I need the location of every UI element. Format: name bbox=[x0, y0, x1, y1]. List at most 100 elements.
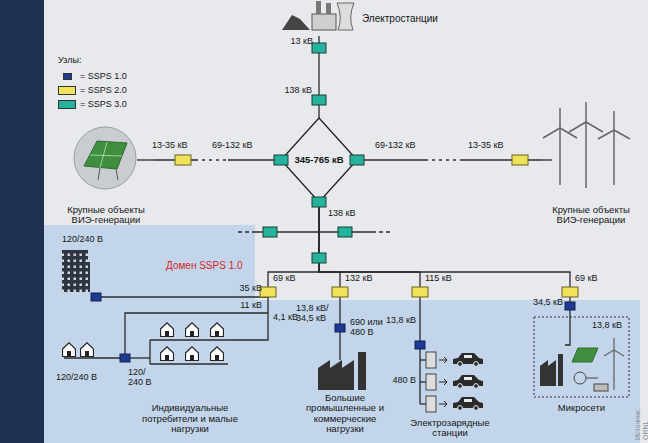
dashed-gap bbox=[428, 159, 460, 162]
ssps-3-node bbox=[263, 43, 364, 263]
microgrid-box-outline bbox=[534, 317, 629, 397]
charger-icon bbox=[426, 352, 483, 412]
power-line bbox=[268, 202, 319, 318]
power-station-icon bbox=[312, 14, 336, 30]
microgrid-icon bbox=[614, 350, 624, 356]
wire bbox=[100, 296, 268, 297]
wire bbox=[130, 357, 150, 358]
charger-icon bbox=[426, 396, 436, 412]
voltage-label: 138 кВ bbox=[285, 86, 312, 96]
ssps-1-node bbox=[91, 293, 101, 301]
bus-diamond: 345-765 кВ bbox=[281, 118, 357, 202]
label-holder: 120/240 В bbox=[56, 373, 97, 383]
legend-text: = SSPS 1.0 bbox=[80, 71, 127, 81]
ssps-2-node bbox=[260, 287, 276, 297]
microgrid-icon bbox=[540, 360, 556, 386]
label-holder: 13 кВ bbox=[291, 37, 313, 47]
wire bbox=[150, 363, 228, 364]
ssps-1-node bbox=[335, 324, 345, 332]
ssps-2-node bbox=[175, 155, 578, 297]
factory-icon bbox=[358, 352, 366, 390]
solar-icon bbox=[90, 155, 122, 156]
voltage-label: 690 или 480 В bbox=[350, 318, 390, 338]
solar-icon bbox=[84, 141, 127, 169]
microgrid-icon bbox=[594, 384, 608, 391]
wind-turbine-icon bbox=[559, 108, 561, 128]
voltage-label: 69-132 кВ bbox=[212, 141, 252, 151]
label-holder: 132 кВ bbox=[345, 274, 372, 284]
renewable-node-text: Крупные объекты ВИЭ-генерации bbox=[544, 205, 638, 226]
charger-icon bbox=[453, 375, 483, 388]
dashed-gap bbox=[198, 159, 228, 162]
building-icon bbox=[74, 262, 90, 292]
ssps-2-node bbox=[332, 287, 348, 297]
wind-turbine-icon bbox=[569, 122, 586, 132]
solar-icon bbox=[100, 142, 107, 168]
wind-turbine-icon bbox=[613, 111, 615, 130]
consumer-node-text: Электрозарядные станции bbox=[402, 418, 498, 439]
legend: = SSPS 1.0= SSPS 2.0= SSPS 3.0 bbox=[58, 69, 127, 111]
power-line bbox=[154, 159, 281, 160]
wind-turbine-icon bbox=[585, 122, 587, 188]
label-holder: 35 кВ bbox=[240, 284, 262, 294]
voltage-label: 34,5 кВ bbox=[533, 298, 563, 308]
label-holder: 138 кВ bbox=[285, 86, 312, 96]
domain-band: Домен SSPS 1.0Индивидуальные потребители… bbox=[44, 225, 648, 443]
microgrid-icon bbox=[613, 350, 614, 390]
wire bbox=[238, 231, 255, 232]
legend-swatch bbox=[58, 100, 76, 109]
label-holder: 34,5 кВ bbox=[533, 298, 563, 308]
station-node-text: Электростанции bbox=[362, 13, 438, 24]
ssps-3-node bbox=[274, 155, 288, 165]
label-holder: 120/240 В bbox=[62, 235, 103, 245]
wire bbox=[420, 381, 426, 382]
ssps-2-node bbox=[562, 287, 578, 297]
house-icon bbox=[161, 347, 174, 361]
solar-icon bbox=[74, 127, 136, 189]
power-line bbox=[319, 202, 570, 316]
legend-swatch bbox=[58, 86, 76, 95]
wind-turbine-icon bbox=[586, 122, 603, 132]
power-station-icon bbox=[282, 1, 354, 30]
wire bbox=[150, 339, 228, 340]
building-icon bbox=[62, 250, 90, 292]
microgrid-box-text: Микросети bbox=[534, 403, 629, 414]
solar-icon bbox=[74, 127, 136, 189]
wire bbox=[542, 159, 552, 160]
ssps-3-node bbox=[312, 43, 326, 53]
label-holder: 4,1 кВ bbox=[273, 313, 298, 323]
ssps-1-node bbox=[415, 341, 425, 349]
domain-band-text: Домен SSPS 1.0 bbox=[166, 260, 243, 271]
renewable-node: Крупные объекты ВИЭ-генерации bbox=[542, 100, 640, 226]
ssps-1-node bbox=[120, 354, 130, 362]
consumer-node-text: Большие промышленные и коммерческие нагр… bbox=[295, 393, 395, 436]
house-icon bbox=[186, 323, 199, 337]
legend-heading: Узлы: bbox=[58, 56, 81, 66]
bus-diamond-outline bbox=[281, 118, 357, 202]
ssps-1-node bbox=[565, 302, 575, 310]
ssps-3-node bbox=[312, 95, 326, 105]
wire bbox=[125, 313, 268, 354]
label-holder: 69-132 кВ bbox=[212, 141, 252, 151]
ssps-3-node bbox=[263, 227, 277, 237]
ssps-2-node bbox=[175, 155, 191, 165]
ssps-3-node bbox=[312, 197, 326, 207]
voltage-label: 69 кВ bbox=[575, 274, 597, 284]
house-icon bbox=[211, 323, 224, 337]
label-holder: 13,8 кВ bbox=[386, 316, 416, 326]
ssps-3-node bbox=[350, 155, 364, 165]
label-holder: 13,8 кВ/ 34,5 кВ bbox=[296, 304, 336, 324]
house-icon bbox=[211, 347, 224, 361]
voltage-label: 138 кВ bbox=[328, 209, 355, 219]
label-holder: 13,8 кВ bbox=[592, 321, 622, 331]
house-icon bbox=[63, 343, 76, 357]
microgrid-icon bbox=[540, 338, 624, 391]
microgrid-icon bbox=[586, 378, 598, 379]
station-node: Электростанции bbox=[278, 2, 468, 36]
voltage-label: 480 В bbox=[392, 376, 416, 386]
label-holder: 115 кВ bbox=[425, 274, 452, 284]
panel bbox=[44, 0, 648, 443]
wind-turbine-icon bbox=[559, 128, 561, 185]
consumer-node-text: Индивидуальные потребители и малые нагру… bbox=[134, 403, 246, 435]
